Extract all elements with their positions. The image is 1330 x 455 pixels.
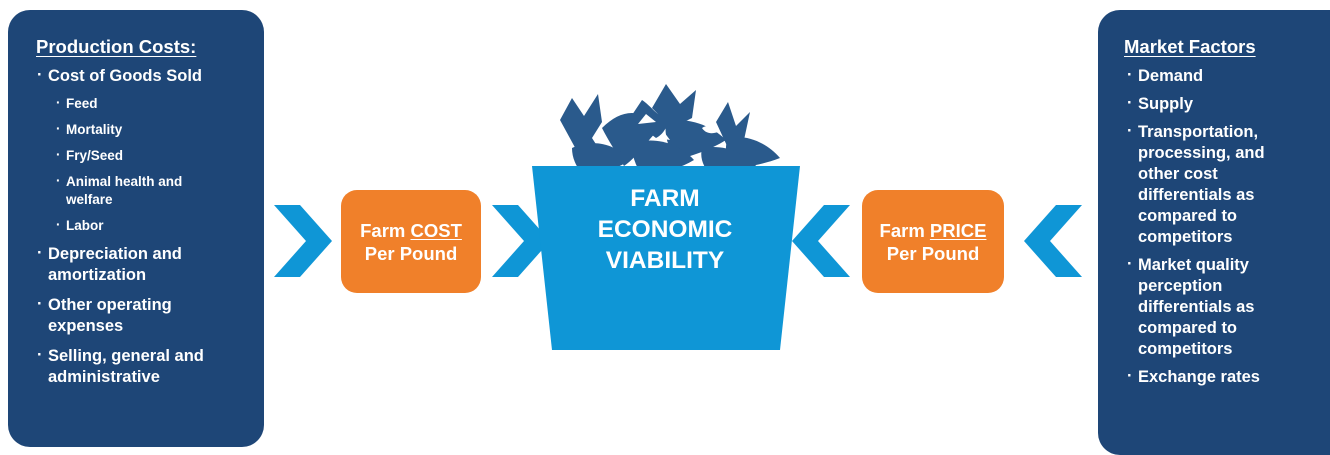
list-item: Market quality perception differentials …: [1124, 254, 1288, 360]
list-item: Other operating expenses: [34, 294, 218, 337]
list-item: Depreciation and amortization: [34, 243, 238, 286]
production-costs-panel: Production Costs: Cost of Goods Sold Fee…: [8, 10, 264, 447]
sub-list-item: Animal health and welfare: [56, 172, 216, 209]
farm-price-emph: PRICE: [929, 219, 987, 241]
list-item: Transportation, processing, and other co…: [1124, 121, 1288, 248]
list-item: Demand: [1124, 65, 1330, 87]
chevron-right-icon: [492, 205, 550, 277]
farm-cost-line2: Per Pound: [364, 242, 458, 264]
list-item-label: Cost of Goods Sold: [48, 67, 202, 85]
list-item: Cost of Goods Sold Feed Mortality Fry/Se…: [34, 65, 264, 235]
farm-price-line1: Farm PRICE: [880, 219, 987, 242]
production-costs-list: Cost of Goods Sold Feed Mortality Fry/Se…: [34, 65, 264, 388]
sub-list-item: Feed: [56, 94, 264, 113]
farm-price-box: Farm PRICE Per Pound: [862, 190, 1004, 293]
farm-price-line2: Per Pound: [886, 242, 980, 264]
cogs-sublist: Feed Mortality Fry/Seed Animal health an…: [48, 94, 264, 235]
farm-cost-box: Farm COST Per Pound: [341, 190, 481, 293]
sub-list-item: Mortality: [56, 120, 264, 139]
chevron-right-icon: [274, 205, 332, 277]
chevron-left-icon: [792, 205, 850, 277]
market-factors-list: Demand Supply Transportation, processing…: [1124, 65, 1330, 388]
farm-cost-emph: COST: [410, 219, 462, 241]
fish-bucket-icon: [532, 84, 800, 350]
center-line: FARM: [630, 185, 700, 212]
farm-cost-prefix: Farm: [360, 219, 411, 241]
market-factors-title: Market Factors: [1124, 36, 1256, 57]
sub-list-item: Labor: [56, 216, 264, 235]
center-line: VIABILITY: [605, 247, 725, 274]
sub-list-item: Fry/Seed: [56, 146, 264, 165]
farm-price-prefix: Farm: [879, 219, 930, 241]
production-costs-title: Production Costs:: [36, 36, 197, 57]
chevron-left-icon: [1024, 205, 1082, 277]
center-line: ECONOMIC: [597, 216, 733, 243]
farm-cost-line1: Farm COST: [360, 219, 462, 242]
list-item: Supply: [1124, 93, 1330, 115]
list-item: Exchange rates: [1124, 366, 1330, 388]
list-item: Selling, general and administrative: [34, 345, 248, 388]
market-factors-panel: Market Factors Demand Supply Transportat…: [1098, 10, 1330, 455]
farm-economic-viability-label: FARM ECONOMIC VIABILITY: [565, 183, 765, 276]
